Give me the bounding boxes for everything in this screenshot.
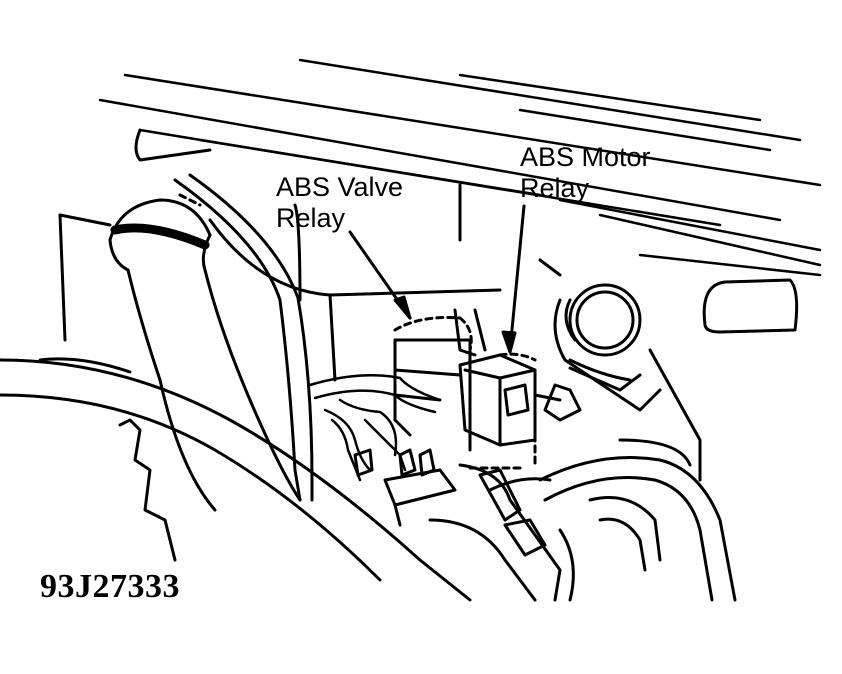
valve-relay-arrow [348, 230, 412, 320]
lower-hoses [538, 348, 737, 602]
upper-hose [108, 198, 302, 512]
abs-motor-relay-label-line2: Relay [520, 173, 590, 203]
abs-valve-relay-label-line2: Relay [276, 203, 346, 233]
side-cover [702, 278, 799, 334]
front-beam [0, 357, 472, 602]
abs-motor-relay-label-line1: ABS Motor [520, 142, 651, 172]
abs-motor-relay-label: ABS Motor Relay [520, 142, 651, 204]
hydraulic-unit [353, 338, 562, 602]
motor-relay-arrow [501, 204, 526, 354]
reservoir-cap [533, 283, 662, 422]
figure-id: 93J27333 [40, 568, 180, 605]
support-rail [173, 173, 314, 502]
abs-valve-relay-label: ABS Valve Relay [276, 172, 403, 234]
hood-lines [98, 58, 822, 277]
abs-valve-relay-label-line1: ABS Valve [276, 172, 404, 202]
